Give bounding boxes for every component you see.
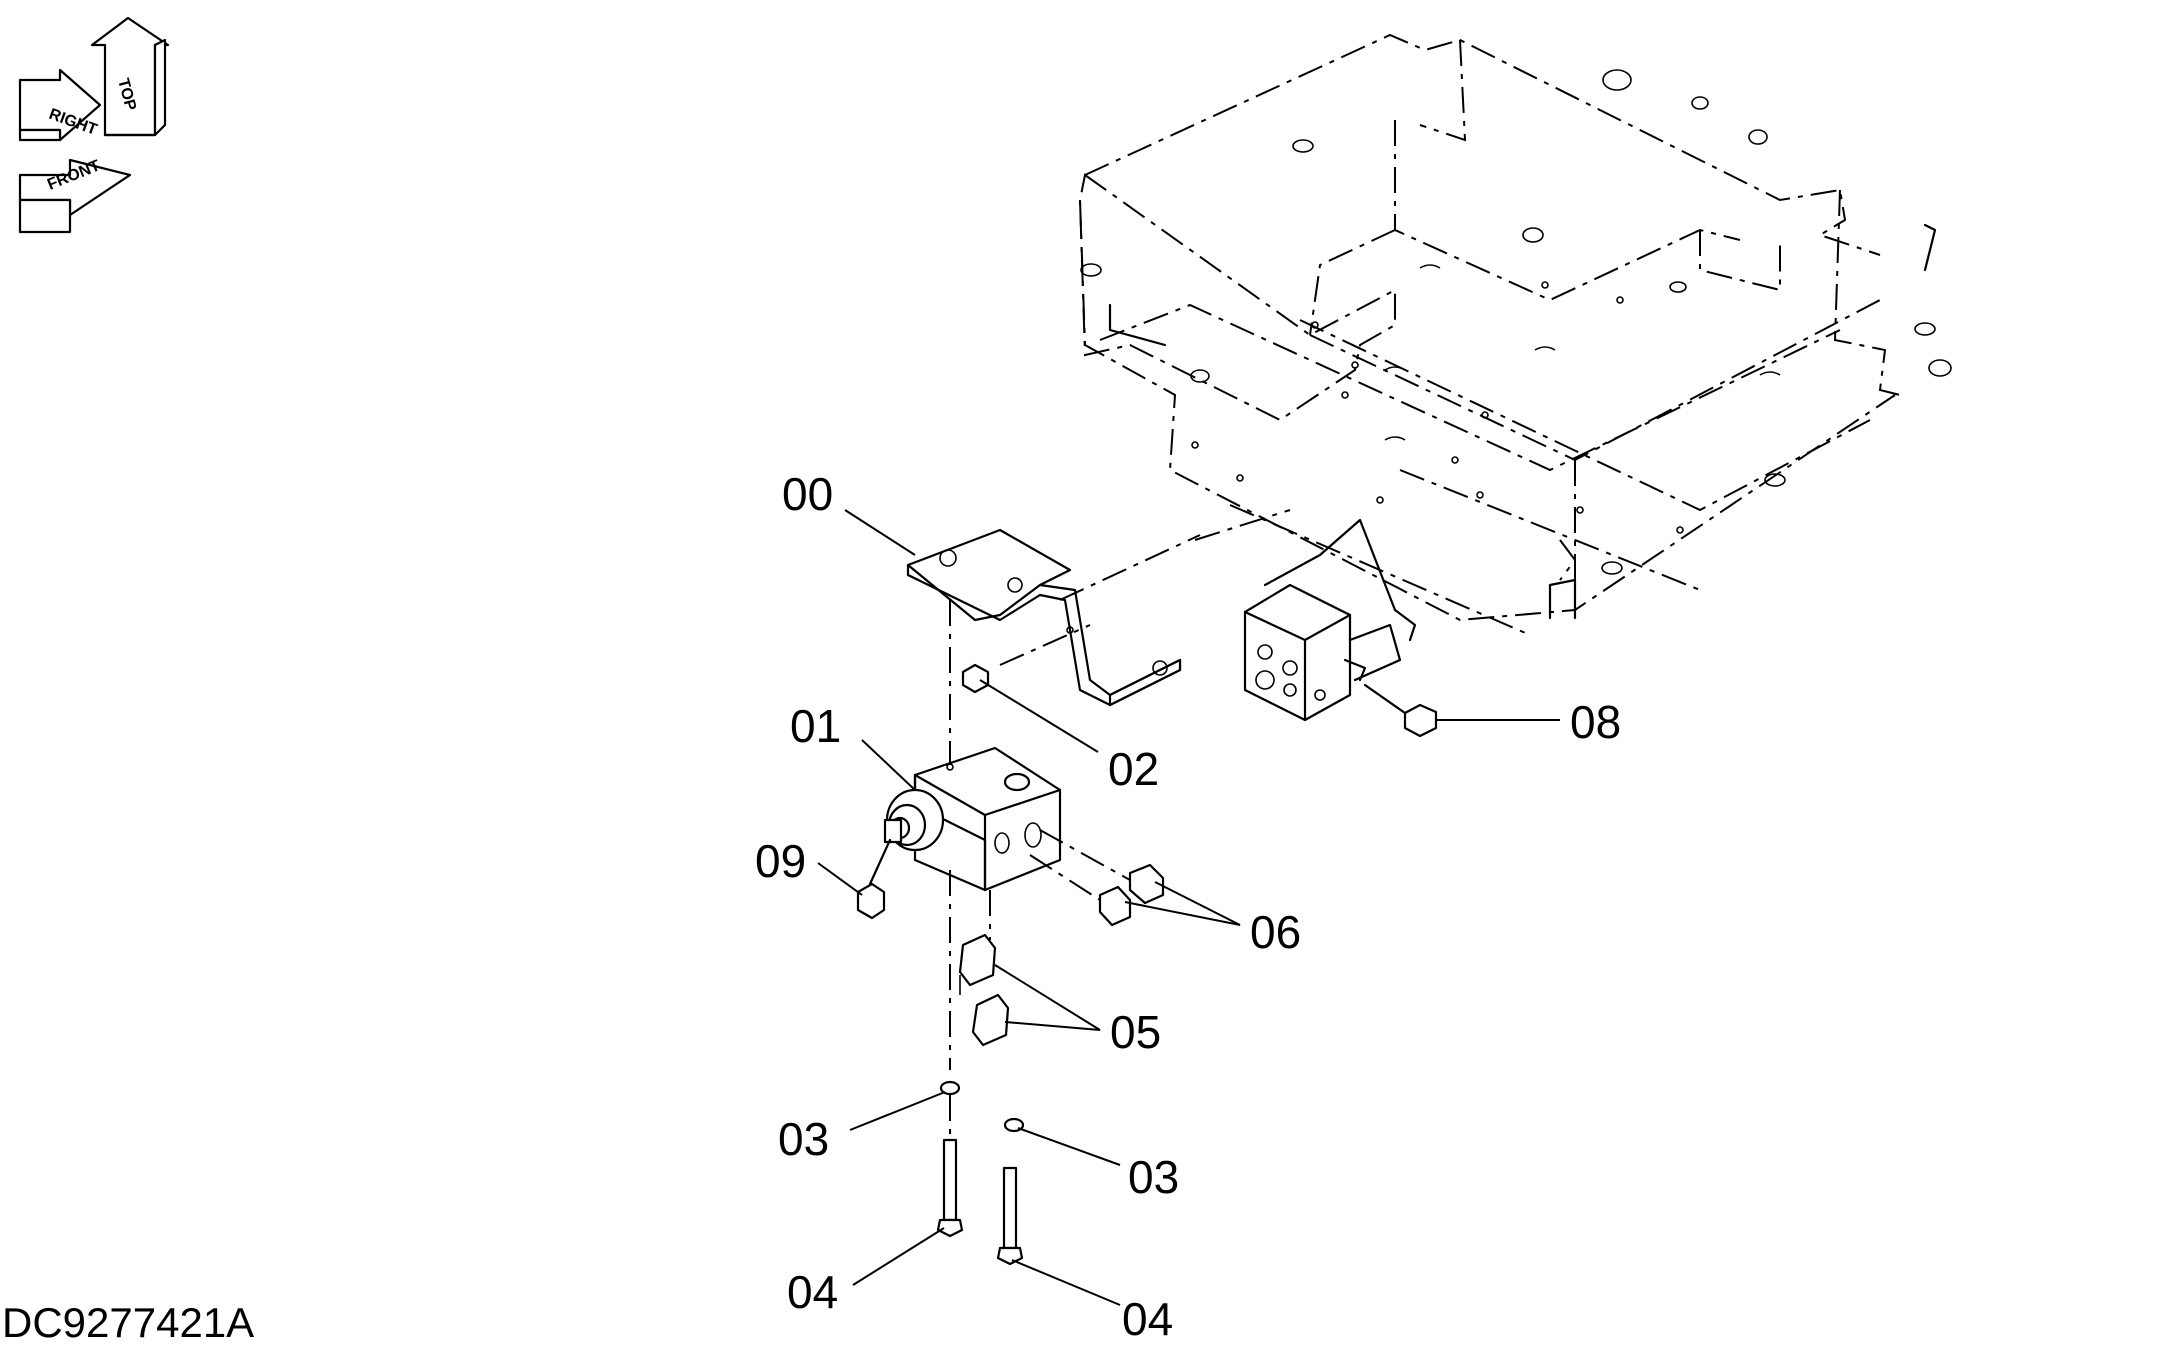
callout-05: 05 xyxy=(1110,1006,1161,1058)
document-id: DC9277421A xyxy=(2,1299,254,1345)
bolt-02-icon xyxy=(961,663,990,694)
callout-00: 00 xyxy=(782,468,833,520)
callout-02: 02 xyxy=(1108,743,1159,795)
callout-06: 06 xyxy=(1250,906,1301,958)
bolt-08-icon xyxy=(1363,683,1438,738)
bracket-plate xyxy=(906,528,1182,707)
callout-04-left: 04 xyxy=(787,1266,838,1318)
machine-frame xyxy=(1078,33,1952,636)
callout-09: 09 xyxy=(755,835,806,887)
solenoid-valve-block xyxy=(883,746,1062,892)
fittings-06-icon xyxy=(1029,829,1165,927)
callout-03-right: 03 xyxy=(1128,1151,1179,1203)
control-valve-block xyxy=(1243,518,1417,722)
orientation-indicator-icon: TOP RIGHT FRONT xyxy=(18,16,170,234)
fittings-05-icon xyxy=(958,933,1010,1047)
bolt-04-right-icon xyxy=(996,1166,1024,1266)
callout-04-right: 04 xyxy=(1122,1293,1173,1345)
callout-08: 08 xyxy=(1570,696,1621,748)
bolt-04-left-icon xyxy=(936,1095,964,1238)
connector-09-icon xyxy=(856,838,892,920)
washer-03-left-icon xyxy=(939,1080,961,1096)
callout-03-left: 03 xyxy=(778,1113,829,1165)
callout-01: 01 xyxy=(790,700,841,752)
leader-lines xyxy=(817,509,1560,1306)
